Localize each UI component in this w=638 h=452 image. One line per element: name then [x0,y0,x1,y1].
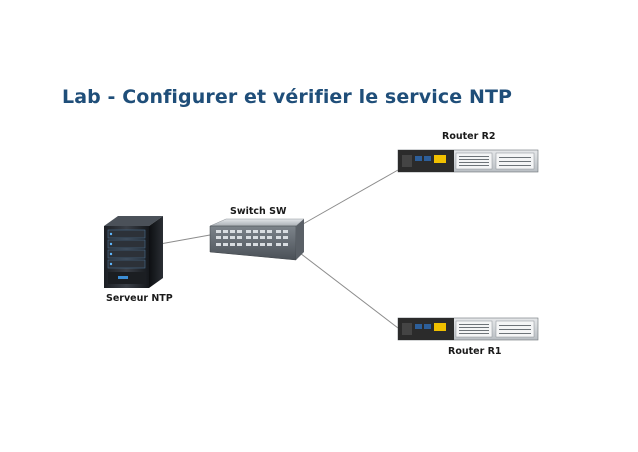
server-icon [104,216,163,288]
link-server-switch [159,234,211,245]
router-r1-label: Router R1 [448,346,502,357]
router-r2-icon [397,149,539,173]
switch-label: Switch SW [230,206,287,217]
page-title: Lab - Configurer et vérifier le service … [62,86,513,108]
server-label: Serveur NTP [106,293,173,304]
link-switch-router-r1 [295,249,399,329]
link-switch-router-r2 [295,169,399,229]
router-r1-icon [397,317,539,341]
router-r2-label: Router R2 [442,131,496,142]
switch-icon [209,218,305,261]
